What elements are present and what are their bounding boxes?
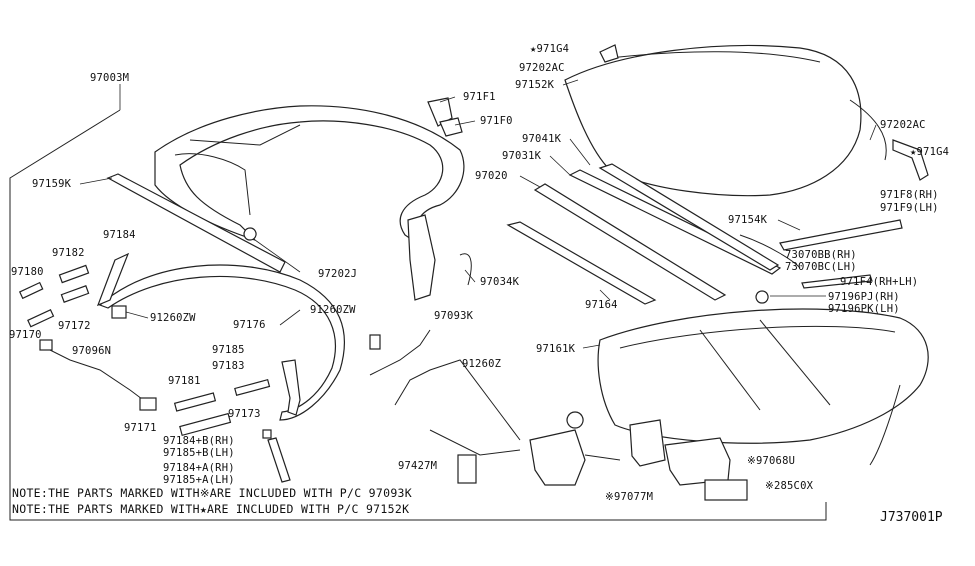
part-label-285c0x: ※285C0X <box>765 480 814 492</box>
part-label-97202ac-r: 97202AC <box>880 119 926 131</box>
note-line-1: NOTE:THE PARTS MARKED WITH※ARE INCLUDED … <box>12 486 413 500</box>
part-label-97196pj: 97196PJ(RH) <box>828 291 900 303</box>
part-label-971g4-top: ★971G4 <box>530 43 570 55</box>
part-label-91260zw-b: 91260ZW <box>310 304 356 316</box>
diagram-code: J737001P <box>880 510 943 525</box>
part-label-971f9: 971F9(LH) <box>880 202 939 214</box>
part-label-97427m: 97427M <box>398 460 438 472</box>
part-label-97031k: 97031K <box>502 150 542 162</box>
part-label-97183: 97183 <box>212 360 245 372</box>
part-label-971f8: 971F8(RH) <box>880 189 939 201</box>
part-label-97173: 97173 <box>228 408 261 420</box>
header-rail-97159K <box>106 173 286 273</box>
part-label-97185a: 97185+A(LH) <box>163 474 235 486</box>
assembly-frame <box>9 109 827 521</box>
part-label-97068u: ※97068U <box>747 455 796 467</box>
part-label-97164: 97164 <box>585 299 618 311</box>
part-label-97170: 97170 <box>9 329 42 341</box>
part-label-971f1: 971F1 <box>463 91 496 103</box>
part-label-97034k: 97034K <box>480 276 520 288</box>
part-label-97180: 97180 <box>11 266 44 278</box>
part-label-97041k: 97041K <box>522 133 562 145</box>
part-label-97096n: 97096N <box>72 345 112 357</box>
part-label-97184b: 97184+B(RH) <box>163 435 235 447</box>
note-line-2: NOTE:THE PARTS MARKED WITH★ARE INCLUDED … <box>12 502 410 516</box>
part-label-73070bc: 73070BC(LH) <box>785 261 857 273</box>
top-frame-97003M <box>154 105 465 247</box>
part-label-97159k: 97159K <box>32 178 72 190</box>
part-label-971g4-r: ★971G4 <box>910 146 950 158</box>
part-label-97185: 97185 <box>212 344 245 356</box>
part-label-97093k: 97093K <box>434 310 474 322</box>
part-label-97152k: 97152K <box>515 79 555 91</box>
part-label-97181: 97181 <box>168 375 201 387</box>
weatherstrip-97176 <box>98 264 345 421</box>
part-label-97185b: 97185+B(LH) <box>163 447 235 459</box>
part-label-971f4: 971F4(RH+LH) <box>840 276 919 288</box>
part-label-97172: 97172 <box>58 320 91 332</box>
part-label-97171: 97171 <box>124 422 157 434</box>
part-label-97161k: 97161K <box>536 343 576 355</box>
part-label-97182: 97182 <box>52 247 85 259</box>
part-label-971f0: 971F0 <box>480 115 513 127</box>
part-label-97154k: 97154K <box>728 214 768 226</box>
part-label-91260z: 91260Z <box>462 358 502 370</box>
part-label-97020: 97020 <box>475 170 508 182</box>
part-label-97202ac-top: 97202AC <box>519 62 565 74</box>
deck-panel-97161K <box>597 308 929 444</box>
part-label-97077m: ※97077M <box>605 491 654 503</box>
part-label-97184a: 97184+A(RH) <box>163 462 235 474</box>
part-label-73070bb: 73070BB(RH) <box>785 249 857 261</box>
part-label-97184: 97184 <box>103 229 136 241</box>
part-label-97196pk: 97196PK(LH) <box>828 303 900 315</box>
part-label-91260zw-a: 91260ZW <box>150 312 196 324</box>
part-label-97202j: 97202J <box>318 268 358 280</box>
part-label-97176: 97176 <box>233 319 266 331</box>
part-label-97003m: 97003M <box>90 72 130 84</box>
